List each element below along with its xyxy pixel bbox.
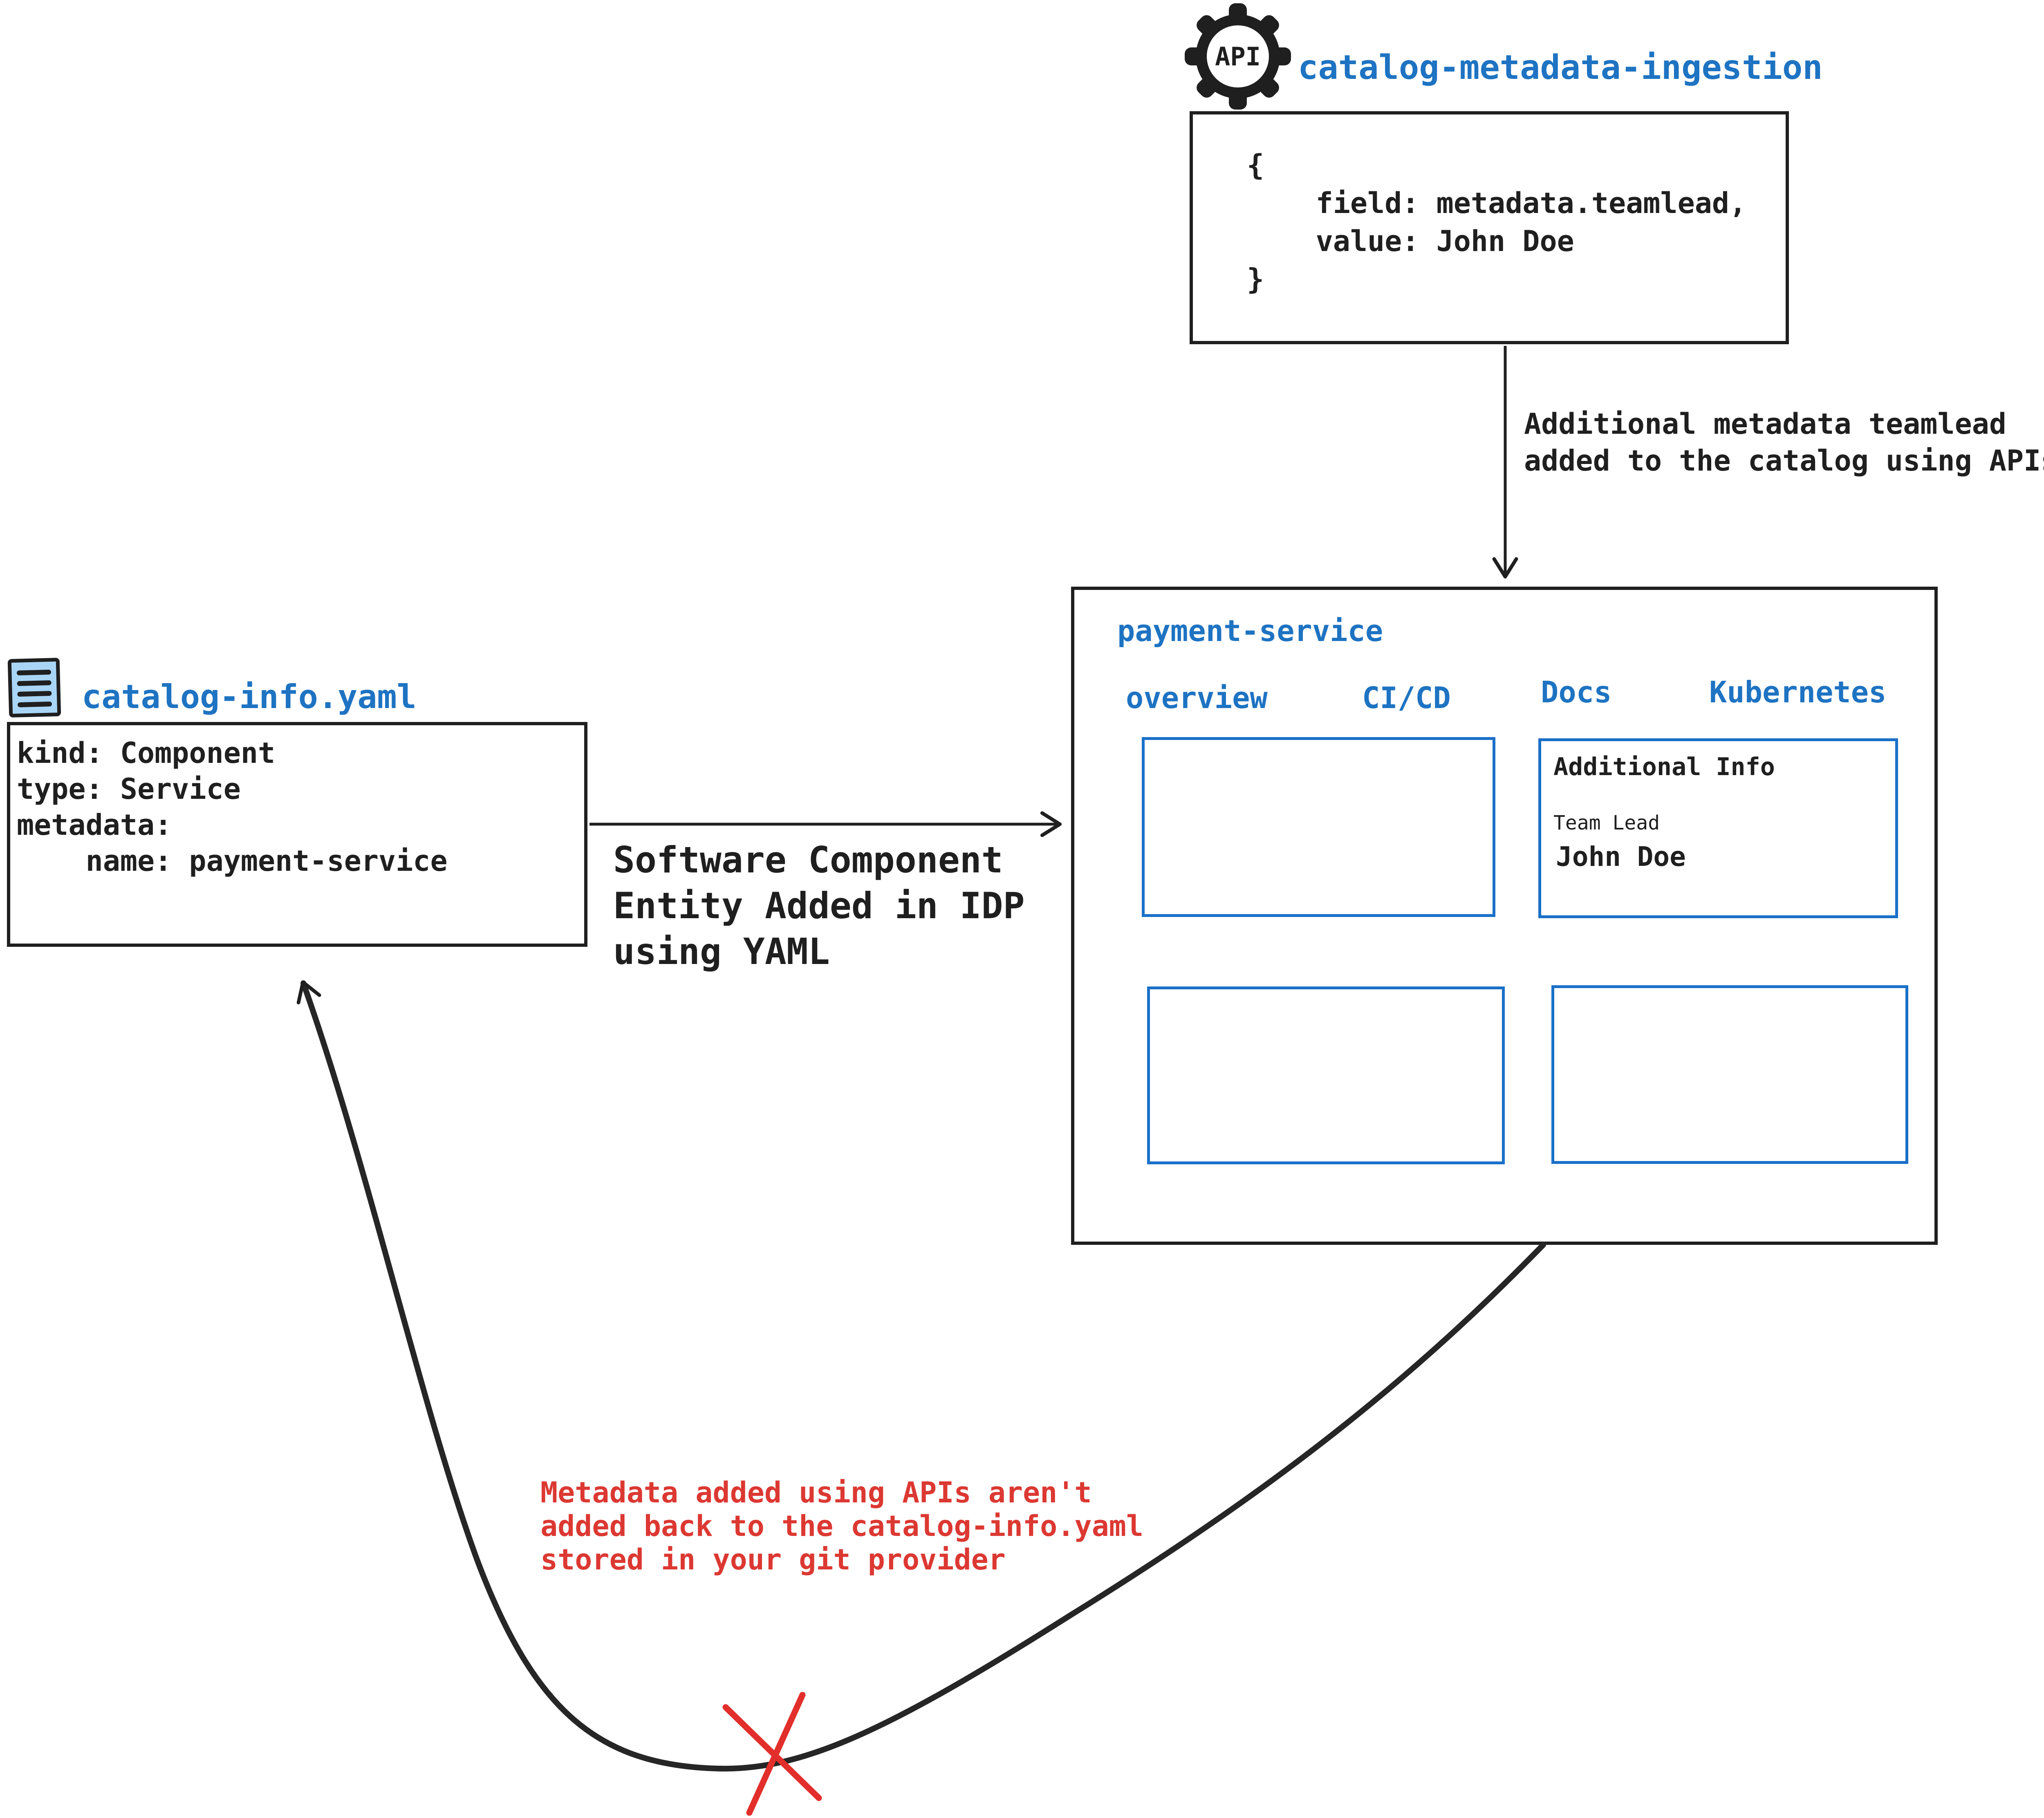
api-service-title: catalog-metadata-ingestion [1298,48,1823,87]
overview-panel [1142,737,1495,917]
yaml-file-title: catalog-info.yaml [82,678,417,716]
yaml-code-line: kind: Component [17,736,276,770]
api-gear-icon: API [1185,3,1291,110]
api-payload-box: { field: metadata.teamlead, value: John … [1190,111,1789,344]
yaml-code-line: name: payment-service [17,844,448,878]
yaml-code-line: type: Service [17,772,241,806]
api-code-line: { [1247,148,1264,182]
tab-docs[interactable]: Docs [1541,675,1612,709]
tab-cicd[interactable]: CI/CD [1362,681,1451,715]
bottom-left-panel [1147,986,1505,1164]
api-code-line: field: metadata.teamlead, [1247,186,1747,220]
yaml-file-box: kind: Component type: Service metadata: … [7,722,587,947]
additional-info-panel: Additional Info Team Lead John Doe [1538,738,1898,918]
api-code-line: value: John Doe [1247,224,1574,258]
yaml-code-line: metadata: [17,808,172,842]
tab-overview[interactable]: overview [1126,681,1268,715]
feedback-warning-note: Metadata added using APIs aren't added b… [540,1476,1144,1576]
payment-service-window: payment-service overview CI/CD Docs Kube… [1071,587,1938,1245]
team-lead-value: John Doe [1556,841,1686,872]
additional-info-heading: Additional Info [1553,753,1775,781]
team-lead-label: Team Lead [1553,811,1660,834]
api-arrow-label: Additional metadata teamlead added to th… [1524,407,2044,477]
bottom-right-panel [1551,985,1908,1164]
tab-kubernetes[interactable]: Kubernetes [1709,675,1887,709]
yaml-arrow-label: Software Component Entity Added in IDP u… [613,839,1025,973]
api-code-line: } [1247,262,1264,296]
payment-service-title: payment-service [1117,614,1383,648]
api-gear-icon-label: API [1215,42,1261,72]
blocked-cross-icon [722,1692,822,1816]
yaml-file-icon [7,658,61,717]
